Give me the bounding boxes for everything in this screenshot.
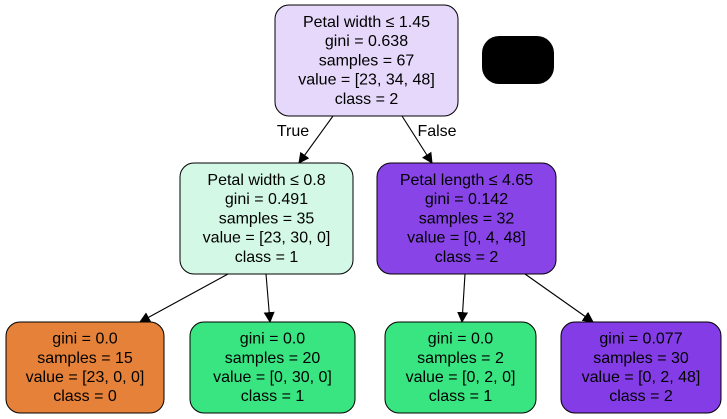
node-line: gini = 0.142 (425, 191, 508, 208)
node-line: value = [23, 0, 0] (26, 369, 145, 386)
node-line: samples = 30 (593, 350, 689, 367)
tree-node-right: Petal length ≤ 4.65 gini = 0.142 samples =… (376, 162, 557, 275)
node-line: class = 2 (609, 388, 673, 405)
node-line: value = [23, 30, 0] (203, 230, 331, 247)
node-box (376, 162, 557, 275)
node-line: gini = 0.491 (225, 191, 308, 208)
edge-label-true: True (277, 123, 309, 140)
node-line: value = [0, 2, 48] (582, 369, 701, 386)
node-line: Petal width ≤ 1.45 (303, 14, 430, 31)
node-line: gini = 0.0 (428, 331, 493, 348)
node-box (274, 4, 459, 117)
edges-layer: True False (139, 115, 594, 324)
node-line: samples = 15 (37, 350, 133, 367)
tree-node-root: Petal width ≤ 1.45 gini = 0.638 samples = … (274, 4, 459, 117)
node-line: gini = 0.077 (599, 331, 682, 348)
tree-node-leaf-rr: gini = 0.077 samples = 30 value = [0, 2, 4… (560, 321, 722, 414)
node-line: class = 0 (53, 388, 117, 405)
node-box (189, 321, 356, 414)
node-line: gini = 0.0 (52, 331, 117, 348)
node-line: samples = 2 (417, 350, 504, 367)
node-line: Petal length ≤ 4.65 (400, 172, 533, 189)
tree-node-left: Petal width ≤ 0.8 gini = 0.491 samples = 3… (179, 162, 354, 275)
node-box (560, 321, 722, 414)
nodes-layer: Petal width ≤ 1.45 gini = 0.638 samples = … (5, 4, 722, 414)
edge-root-to-right (401, 115, 433, 164)
node-line: samples = 32 (419, 210, 515, 227)
node-line: class = 2 (435, 249, 499, 266)
node-line: class = 2 (335, 91, 399, 108)
node-line: value = [0, 2, 0] (406, 369, 516, 386)
node-line: Petal width ≤ 0.8 (207, 172, 325, 189)
node-line: samples = 35 (219, 210, 315, 227)
node-line: gini = 0.0 (240, 331, 305, 348)
tree-node-leaf-lr: gini = 0.0 samples = 20 value = [0, 30, 0]… (189, 321, 356, 414)
edge-label-false: False (417, 123, 456, 140)
edge-left-to-leaf-lr (263, 273, 275, 324)
node-box (5, 321, 165, 414)
node-line: samples = 20 (225, 350, 321, 367)
tree-node-leaf-ll: gini = 0.0 samples = 15 value = [23, 0, 0]… (5, 321, 165, 414)
node-line: value = [0, 30, 0] (213, 369, 332, 386)
edge-left-to-leaf-ll (139, 273, 229, 323)
redaction-box (482, 36, 554, 84)
node-line: class = 1 (429, 388, 493, 405)
node-line: class = 1 (235, 249, 299, 266)
node-line: class = 1 (241, 388, 305, 405)
node-line: samples = 67 (319, 52, 415, 69)
node-line: value = [0, 4, 48] (407, 230, 526, 247)
tree-node-leaf-rl: gini = 0.0 samples = 2 value = [0, 2, 0] cl… (384, 321, 537, 414)
edge-right-to-leaf-rl (457, 273, 469, 324)
node-box (179, 162, 354, 275)
node-line: gini = 0.638 (325, 33, 408, 50)
edge-right-to-leaf-rr (524, 273, 594, 323)
edge-root-to-left (298, 115, 334, 164)
node-line: value = [23, 34, 48] (298, 72, 435, 89)
node-box (384, 321, 537, 414)
